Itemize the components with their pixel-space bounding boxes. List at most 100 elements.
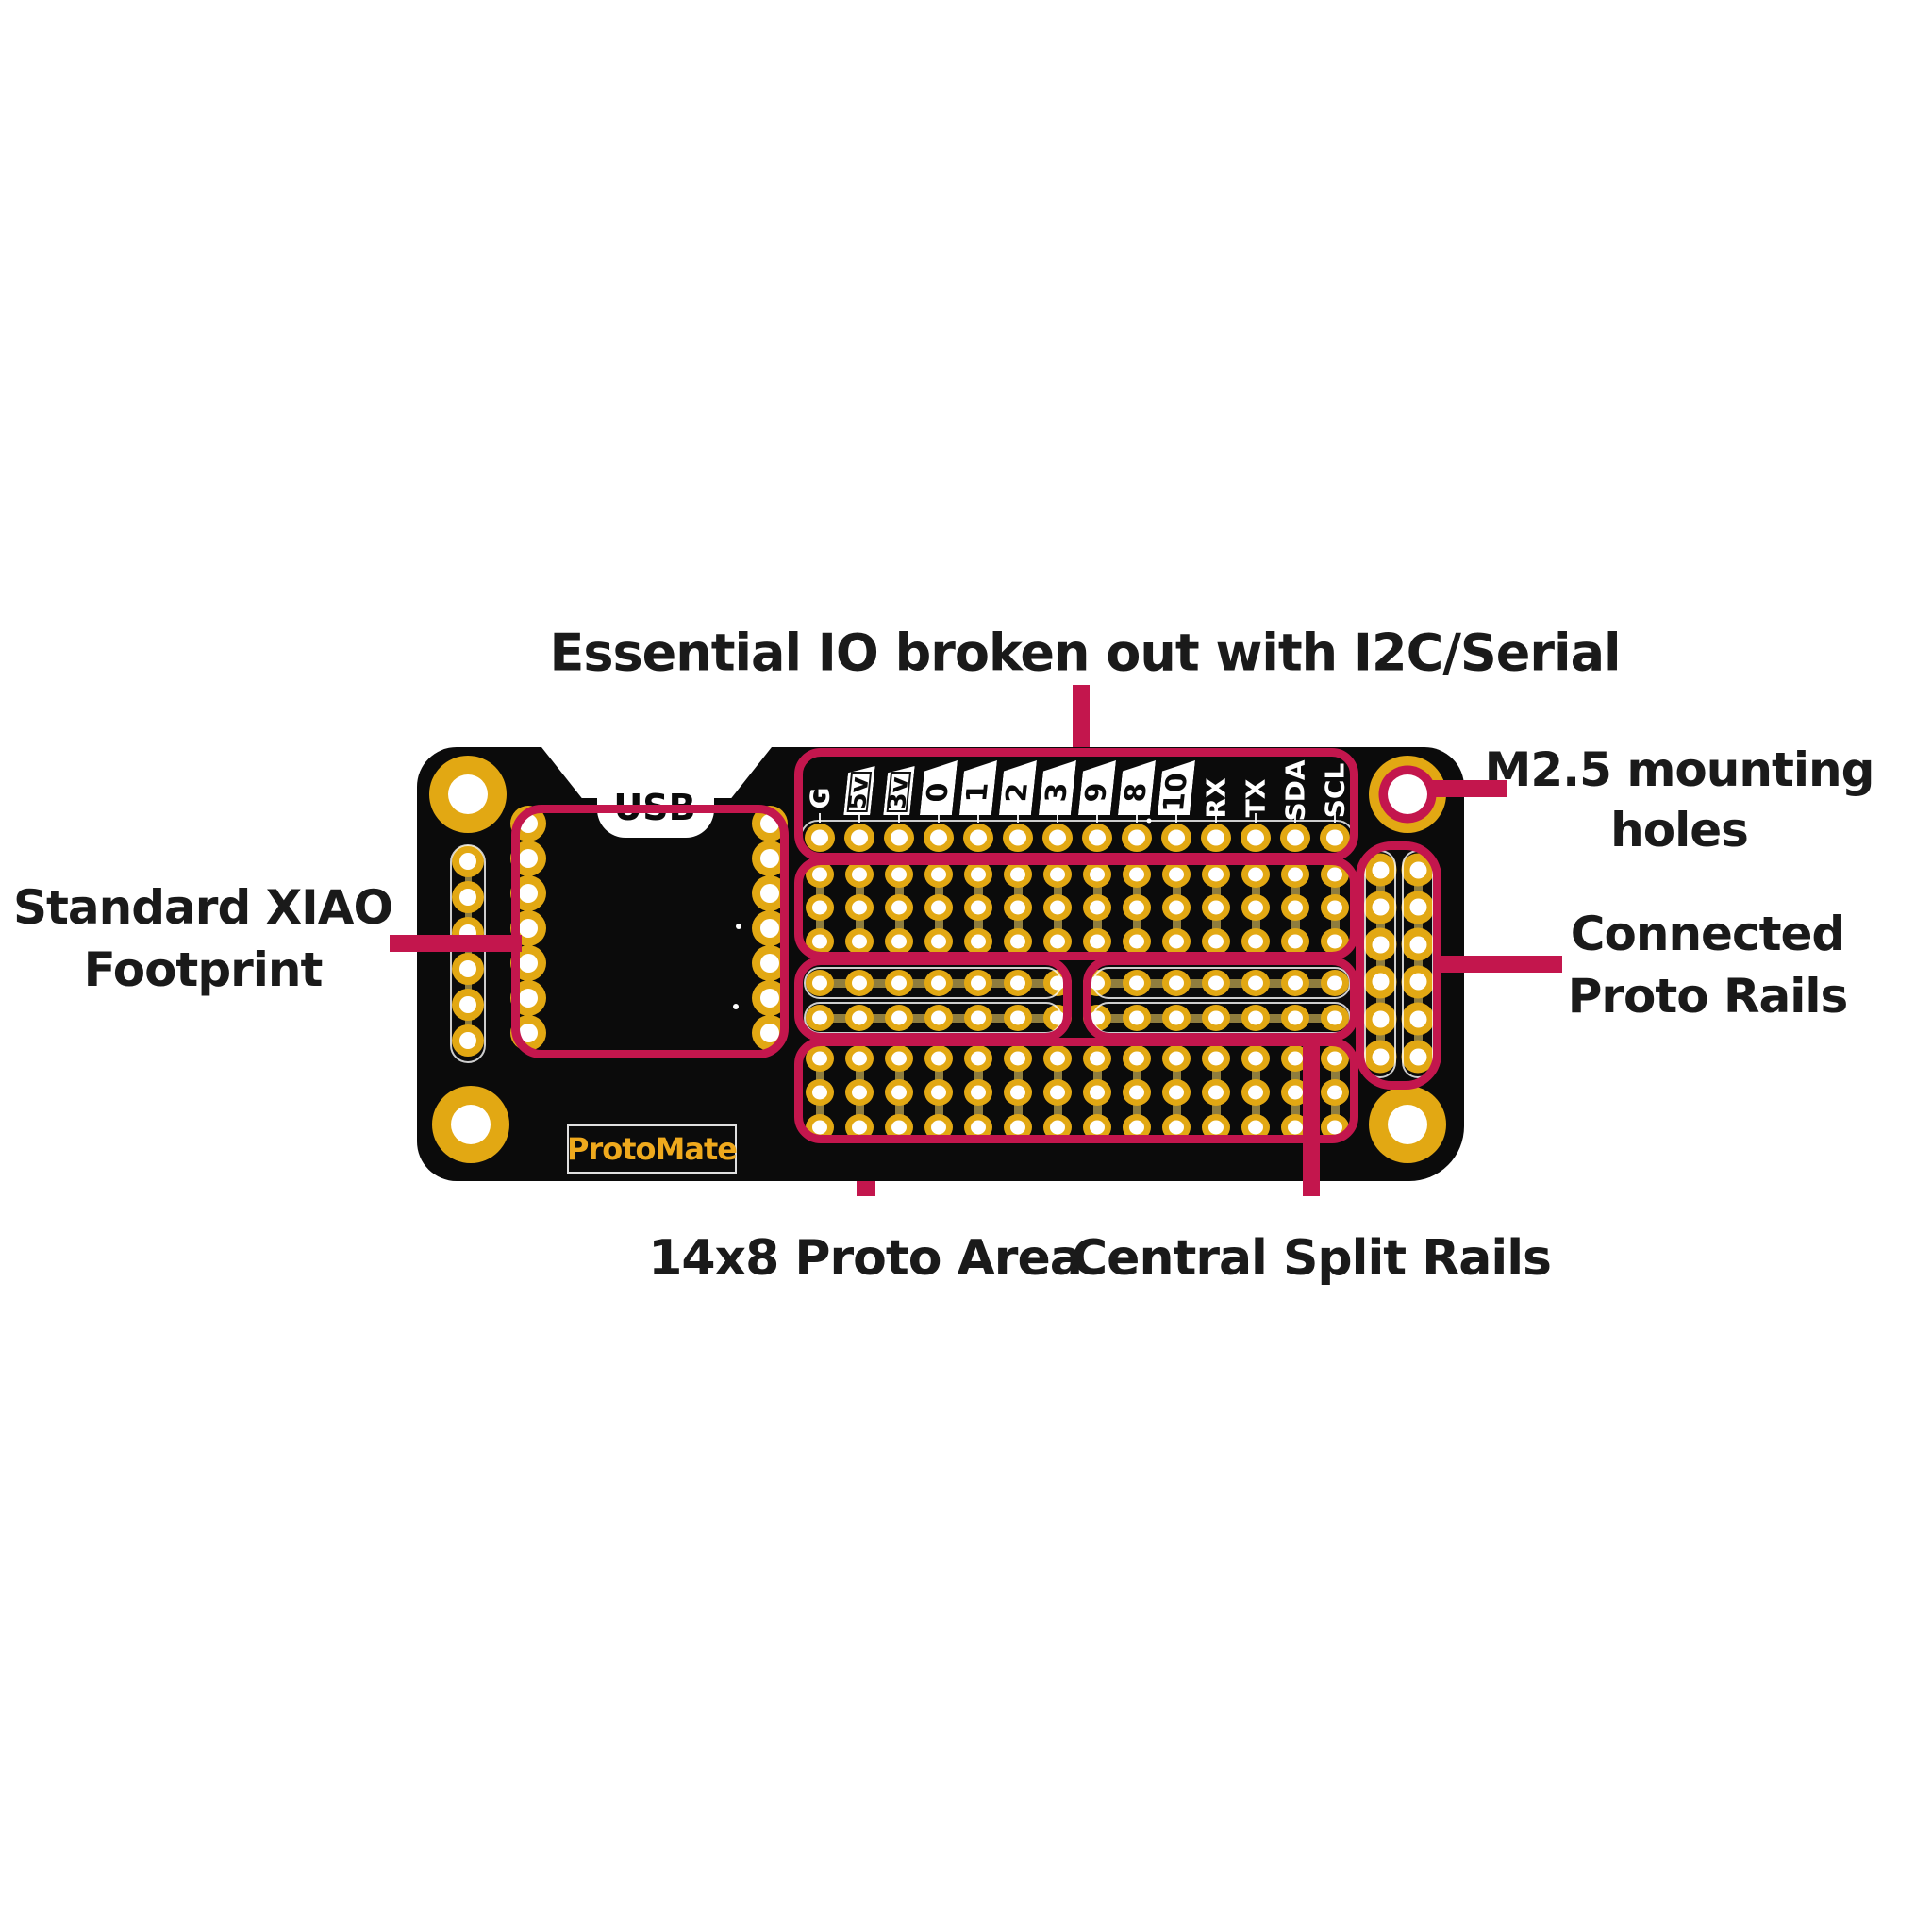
proto-hole: [1241, 1045, 1270, 1072]
proto-hole: [1043, 1045, 1072, 1072]
proto-hole: [1123, 1045, 1151, 1072]
proto-hole: [1241, 1079, 1270, 1106]
callout-line-split-rails: [1303, 1036, 1320, 1196]
proto-hole: [845, 1079, 874, 1106]
pin-leader-line: [819, 813, 821, 823]
proto-hole: [1004, 1045, 1032, 1072]
proto-hole: [1043, 1079, 1072, 1106]
proto-hole: [1004, 928, 1032, 955]
proto-hole: [1123, 1079, 1151, 1106]
pin-leader-line: [938, 813, 940, 823]
proto-hole: [1123, 928, 1151, 955]
proto-hole: [885, 928, 913, 955]
proto-hole: [1123, 861, 1151, 888]
proto-hole: [924, 928, 953, 955]
proto-hole: [1083, 928, 1111, 955]
proto-hole: [845, 861, 874, 888]
proto-hole: [1083, 1079, 1111, 1106]
highlight-split-left: [794, 957, 1072, 1041]
proto-hole: [885, 1045, 913, 1072]
fiducial-dot: [1146, 818, 1152, 824]
proto-hole: [1043, 894, 1072, 921]
proto-hole: [845, 894, 874, 921]
label-xiao-line2: Footprint: [83, 942, 324, 997]
pin-leader-line: [898, 813, 900, 823]
proto-hole: [1083, 894, 1111, 921]
proto-hole: [1202, 861, 1230, 888]
pin-leader-line: [858, 813, 860, 823]
proto-hole: [964, 894, 992, 921]
pin-leader-line: [1294, 813, 1296, 823]
brand-text: ProtoMate: [567, 1131, 738, 1167]
label-proto-area: 14x8 Proto Area: [648, 1230, 1083, 1287]
usb-slot-cutout: [597, 747, 714, 838]
callout-line-xiao: [390, 935, 522, 952]
mounting-hole-bottom-right-bore: [1388, 1105, 1427, 1144]
highlight-right-rails: [1356, 841, 1441, 1090]
proto-hole: [1162, 928, 1191, 955]
highlight-split-right: [1083, 957, 1358, 1041]
proto-hole: [1202, 1045, 1230, 1072]
proto-hole: [1004, 894, 1032, 921]
pin-leader-line: [1215, 813, 1217, 823]
proto-hole: [924, 894, 953, 921]
proto-hole: [924, 1045, 953, 1072]
proto-hole: [1004, 1079, 1032, 1106]
label-rails-line2: Proto Rails: [1567, 969, 1849, 1024]
proto-hole: [964, 1079, 992, 1106]
proto-hole: [1202, 1079, 1230, 1106]
highlight-proto-top: [794, 857, 1358, 960]
proto-hole: [964, 1045, 992, 1072]
proto-hole: [1043, 861, 1072, 888]
pin-leader-line: [1096, 813, 1098, 823]
mounting-hole-top-left-bore: [448, 774, 488, 814]
proto-hole: [885, 894, 913, 921]
proto-hole: [924, 1079, 953, 1106]
pin-leader-line: [1136, 813, 1138, 823]
pin-leader-line: [1334, 813, 1336, 823]
fiducial-dot: [736, 924, 741, 929]
label-m25-line2: holes: [1610, 803, 1749, 858]
label-rails-line1: Connected: [1570, 907, 1845, 961]
callout-line-rails: [1438, 956, 1562, 973]
label-split-rails: Central Split Rails: [1072, 1230, 1552, 1287]
proto-hole: [1281, 928, 1309, 955]
proto-hole: [1321, 1079, 1349, 1106]
callout-line-m25: [1417, 780, 1507, 797]
highlight-xiao-footprint: [511, 805, 789, 1058]
pin-leader-line: [1017, 813, 1019, 823]
label-xiao-line1: Standard XIAO: [13, 880, 393, 935]
pin-leader-line: [1255, 813, 1257, 823]
highlight-proto-bottom: [794, 1038, 1358, 1143]
proto-hole: [1043, 928, 1072, 955]
split-rail-outline-left-1: [804, 967, 1062, 999]
proto-hole: [845, 928, 874, 955]
highlight-io-row: [794, 748, 1358, 861]
proto-hole: [1162, 861, 1191, 888]
proto-hole: [885, 861, 913, 888]
fiducial-dot: [733, 1004, 739, 1009]
proto-hole: [1162, 1079, 1191, 1106]
proto-hole: [964, 861, 992, 888]
proto-hole: [885, 1079, 913, 1106]
mounting-hole-bottom-left-bore: [451, 1105, 491, 1144]
proto-hole: [1241, 894, 1270, 921]
pin-leader-line: [1175, 813, 1177, 823]
proto-hole: [1281, 894, 1309, 921]
proto-hole: [1123, 894, 1151, 921]
proto-hole: [1162, 1045, 1191, 1072]
brand-box: ProtoMate: [567, 1124, 738, 1174]
proto-hole: [1162, 894, 1191, 921]
proto-hole: [964, 928, 992, 955]
proto-hole: [1083, 1045, 1111, 1072]
pin-leader-line: [1057, 813, 1058, 823]
proto-hole: [1004, 861, 1032, 888]
proto-hole: [924, 861, 953, 888]
mounting-hole-top-right-bore: [1388, 774, 1427, 814]
proto-hole: [1241, 928, 1270, 955]
proto-hole: [1202, 894, 1230, 921]
label-essential-io: Essential IO broken out with I2C/Serial: [549, 623, 1621, 683]
label-m25-line1: M2.5 mounting: [1484, 742, 1875, 797]
proto-hole: [1083, 861, 1111, 888]
